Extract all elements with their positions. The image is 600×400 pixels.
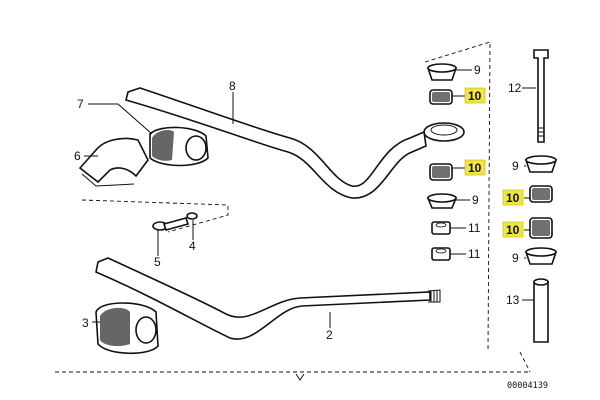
callout-2: 2 <box>326 328 333 342</box>
diagram-reference-number: 00004139 <box>507 381 548 391</box>
callout-10-c: 10 <box>506 191 520 205</box>
center-hardware-stack <box>426 63 458 261</box>
callout-5: 5 <box>154 255 161 269</box>
callout-6: 6 <box>74 149 81 163</box>
callout-9-right-top: 9 <box>512 159 519 173</box>
callout-4: 4 <box>189 239 196 253</box>
spacer-sleeve <box>533 281 549 343</box>
callout-10-a: 10 <box>468 89 482 103</box>
highlight-box-10d <box>502 221 524 238</box>
assembly-boundary <box>55 41 531 373</box>
callout-12: 12 <box>508 81 522 95</box>
callout-8: 8 <box>229 79 236 93</box>
mounting-bracket <box>78 137 149 187</box>
callout-11-a: 11 <box>468 221 481 235</box>
rubber-mount-lower <box>95 302 159 355</box>
highlight-box-10b <box>464 159 486 176</box>
callout-7: 7 <box>77 97 84 111</box>
boundary-arrow-tick <box>295 373 305 381</box>
callout-9-top: 9 <box>474 63 481 77</box>
leader-lines <box>84 69 536 328</box>
rubber-mount-upper <box>149 126 209 167</box>
callout-11-b: 11 <box>468 247 481 261</box>
callout-9-mid: 9 <box>472 193 479 207</box>
stabilizer-bar-upper <box>125 87 465 199</box>
callout-9-right-bottom: 9 <box>512 251 519 265</box>
callout-13: 13 <box>506 293 520 307</box>
stabilizer-bar-lower <box>95 257 441 340</box>
highlight-box-10a <box>464 87 486 104</box>
callout-3: 3 <box>82 316 89 330</box>
right-hardware-stack <box>524 49 558 343</box>
callout-10-b: 10 <box>468 161 482 175</box>
bolt-and-washer <box>152 212 198 231</box>
highlight-box-10c <box>502 189 524 206</box>
callout-10-d: 10 <box>506 223 520 237</box>
long-bolt <box>533 49 549 143</box>
